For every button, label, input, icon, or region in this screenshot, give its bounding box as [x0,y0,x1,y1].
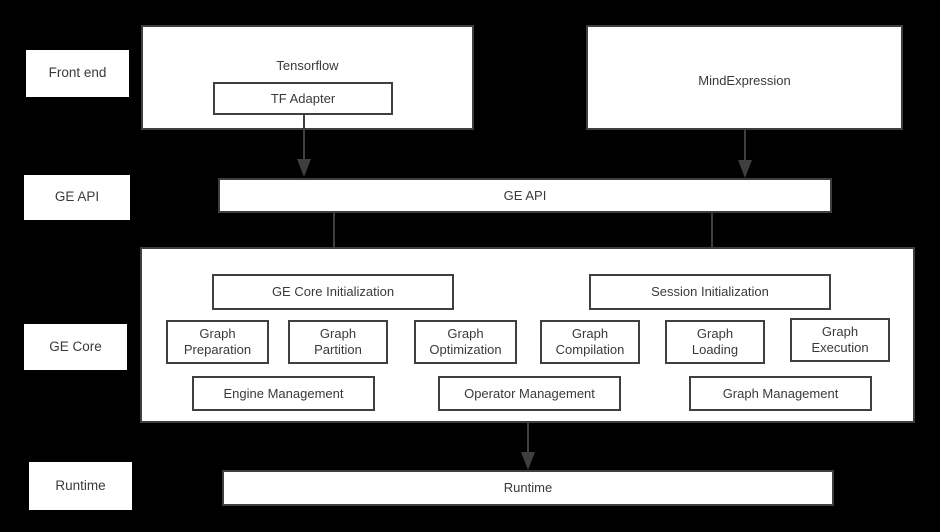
operator-management-box[interactable]: Operator Management [438,376,621,411]
engine-management-box[interactable]: Engine Management [192,376,375,411]
tensorflow-title: Tensorflow [276,58,339,73]
mindexpression-title: MindExpression [698,73,791,88]
session-initialization-label: Session Initialization [651,284,769,300]
tf-adapter-label: TF Adapter [270,90,336,106]
graph-compilation-line1: Graph [571,326,609,342]
engine-management-label: Engine Management [223,385,344,401]
graph-optimization-line1: Graph [447,326,484,342]
graph-management-label: Graph Management [722,385,839,401]
runtime-bar-label: Runtime [503,480,553,496]
graph-preparation-line2: Preparation [183,342,252,357]
graph-preparation-line1: Graph [199,326,236,342]
arrow-ge-core-to-runtime [516,422,540,472]
ge-api-bar[interactable]: GE API [218,178,832,213]
layer-label-ge-core: GE Core [24,324,127,370]
layer-label-ge-api-text: GE API [54,189,100,205]
arrow-tf-adapter-to-ge-api [292,113,316,179]
arrow-mindexpression-to-ge-api [733,128,757,180]
ge-api-bar-label: GE API [503,187,547,203]
mindexpression-container[interactable]: MindExpression [586,25,903,130]
session-initialization-box[interactable]: Session Initialization [589,274,831,310]
tf-adapter-box[interactable]: TF Adapter [213,82,393,115]
layer-label-runtime-text: Runtime [55,477,106,493]
layer-label-ge-api: GE API [24,175,130,220]
layer-label-front-end: Front end [26,50,129,97]
graph-management-box[interactable]: Graph Management [689,376,872,411]
graph-optimization-line2: Optimization [429,342,502,357]
graph-loading-line2: Loading [691,342,739,357]
graph-execution-line2: Execution [811,340,869,355]
ge-core-initialization-label: GE Core Initialization [271,284,395,300]
layer-label-runtime: Runtime [29,462,132,510]
graph-loading-line1: Graph [696,326,734,342]
operator-management-label: Operator Management [464,385,595,401]
graph-compilation-line2: Compilation [555,342,625,357]
graph-partition-line1: Graph [319,326,357,342]
layer-label-ge-core-text: GE Core [49,338,102,354]
layer-label-front-end-text: Front end [48,65,107,81]
graph-execution-line1: Graph [821,324,859,340]
runtime-bar[interactable]: Runtime [222,470,834,506]
graph-partition-line2: Partition [314,342,362,357]
ge-core-initialization-box[interactable]: GE Core Initialization [212,274,454,310]
